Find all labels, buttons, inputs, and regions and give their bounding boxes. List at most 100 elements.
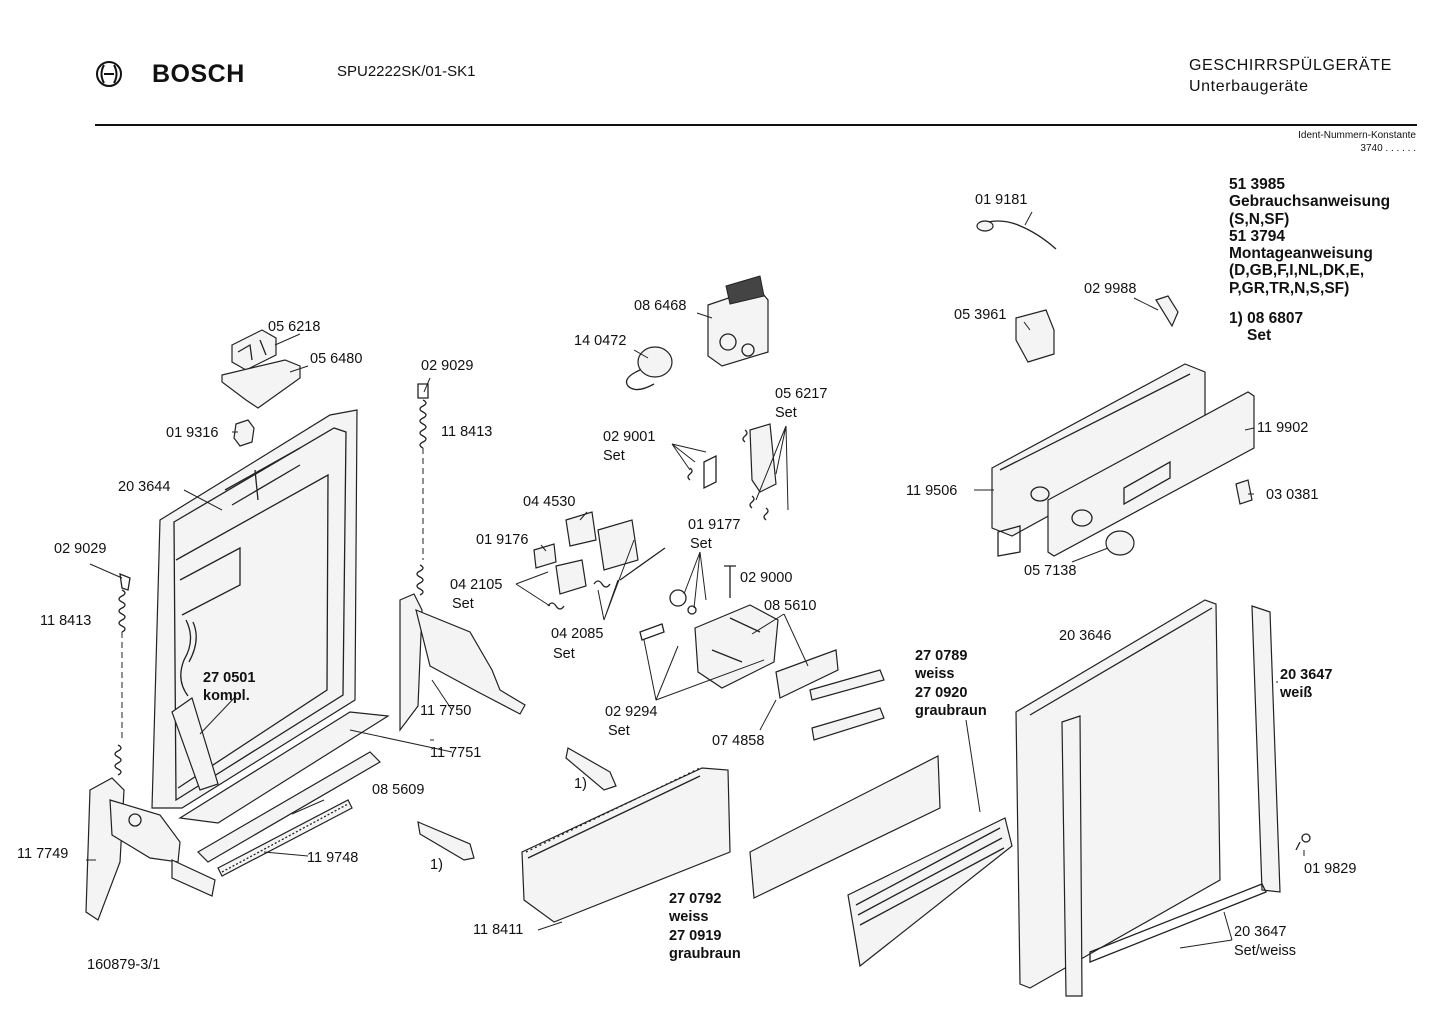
part-label: 20 3644 <box>118 479 171 495</box>
top-bracket <box>221 329 301 409</box>
part-label: Set <box>608 723 630 739</box>
part-label: 11 9506 <box>906 483 958 499</box>
part-label: weiß <box>1280 685 1313 701</box>
part-label: Set <box>690 536 712 552</box>
part-label: Set <box>452 596 474 612</box>
note-line: Gebrauchsanweisung <box>1229 193 1391 211</box>
part-label: 27 0919 <box>669 928 722 944</box>
part-label: 11 7750 <box>420 703 472 719</box>
part-label: 14 0472 <box>574 333 627 349</box>
screw <box>1295 833 1311 851</box>
part-label: 05 6217 <box>775 386 828 402</box>
part-label: 04 2105 <box>450 577 503 593</box>
timer-unit <box>707 275 769 367</box>
part-label: Set/weiss <box>1234 943 1297 959</box>
part-label: 05 6218 <box>268 319 321 335</box>
part-label: 08 5609 <box>372 782 425 798</box>
bracket-set <box>749 423 777 521</box>
part-label: 11 8411 <box>473 922 524 938</box>
note-line: Set <box>1247 327 1272 345</box>
part-label: 01 9316 <box>166 425 219 441</box>
knob-057138 <box>1105 530 1135 556</box>
part-label: weiss <box>669 909 709 925</box>
part-label: 04 2085 <box>551 626 604 642</box>
brand-name: BOSCH <box>152 60 245 88</box>
part-label: 03 0381 <box>1266 487 1319 503</box>
part-label: 11 7751 <box>430 745 482 761</box>
part-label: 11 8413 <box>40 613 92 629</box>
part-label: 05 7138 <box>1024 563 1077 579</box>
notes-block: 51 3985 Gebrauchsanweisung (S,N,SF) 51 3… <box>1229 176 1390 345</box>
note-line: Montageanweisung <box>1229 245 1373 263</box>
part-label: 01 9177 <box>688 517 741 533</box>
part-label: Set <box>603 448 625 464</box>
part-label: 02 9294 <box>605 704 658 720</box>
part-label: 11 8413 <box>441 424 493 440</box>
part-label: 11 7749 <box>17 846 69 862</box>
part-label: 04 4530 <box>523 494 576 510</box>
part-label: 02 9001 <box>603 429 656 445</box>
part-label: 08 6468 <box>634 298 687 314</box>
control-panel <box>991 363 1255 557</box>
part-label: weiss <box>915 666 955 682</box>
note-line: (D,GB,F,I,NL,DK,E, <box>1229 262 1365 280</box>
ident-label: Ident-Nummern-Konstante <box>1298 130 1416 141</box>
comb-left <box>565 747 617 791</box>
part-label: 08 5610 <box>764 598 817 614</box>
knob <box>625 346 673 391</box>
category-title: GESCHIRRSPÜLGERÄTE <box>1189 57 1392 74</box>
drawing-number: 160879-3/1 <box>87 957 161 973</box>
part-label: 05 3961 <box>954 307 1007 323</box>
part-label: graubraun <box>915 703 987 719</box>
note-line: 51 3985 <box>1229 176 1286 193</box>
ident-value: 3740 . . . . . . <box>1360 143 1416 154</box>
cable-bundle <box>171 619 219 791</box>
valve-unit <box>639 565 885 741</box>
part-label: 20 3647 <box>1280 667 1333 683</box>
bottom-rails <box>178 711 390 877</box>
bosch-logo-icon <box>95 60 123 88</box>
part-label: 20 3646 <box>1059 628 1112 644</box>
subcategory-title: Unterbaugeräte <box>1189 78 1309 95</box>
part-label: 1) <box>574 776 587 792</box>
part-label: 27 0789 <box>915 648 968 664</box>
part-label: 02 9000 <box>740 570 793 586</box>
part-label: 02 9029 <box>421 358 474 374</box>
part-label: 01 9829 <box>1304 861 1357 877</box>
right-hinge <box>399 593 526 732</box>
switch-parts <box>533 429 748 610</box>
part-label: 07 4858 <box>712 733 765 749</box>
note-line: (S,N,SF) <box>1229 210 1290 228</box>
left-spring <box>114 572 131 776</box>
note-line: 51 3794 <box>1229 227 1286 245</box>
note-line: P,GR,TR,N,S,SF) <box>1229 279 1350 297</box>
part-label: 27 0792 <box>669 891 722 907</box>
door-outer-panel <box>1015 599 1221 989</box>
part-label: 27 0501 <box>203 670 256 686</box>
part-label: 1) <box>430 857 443 873</box>
model-number: SPU2222SK/01-SK1 <box>337 63 476 80</box>
part-label: 01 9181 <box>975 192 1028 208</box>
part-label: 20 3647 <box>1234 924 1287 940</box>
comb-right <box>417 821 475 861</box>
part-label: 11 9748 <box>307 850 359 866</box>
part-label: Set <box>775 405 797 421</box>
part-label: graubraun <box>669 946 741 962</box>
part-label: kompl. <box>203 688 250 704</box>
header-divider <box>95 124 1417 126</box>
note-line: 1) 08 6807 <box>1229 310 1304 328</box>
top-right-parts <box>976 220 1179 363</box>
part-label: 05 6480 <box>310 351 363 367</box>
left-hinge <box>85 777 216 921</box>
decor-panels <box>749 755 1013 968</box>
part-label: 11 9902 <box>1257 420 1309 436</box>
leader-lines <box>86 211 1305 949</box>
part-label: Set <box>553 646 575 662</box>
part-label: 27 0920 <box>915 685 968 701</box>
side-strip <box>1061 605 1281 997</box>
part-label: 01 9176 <box>476 532 529 548</box>
right-spring <box>416 383 429 596</box>
kick-panel <box>521 767 731 923</box>
part-label: 02 9988 <box>1084 281 1137 297</box>
